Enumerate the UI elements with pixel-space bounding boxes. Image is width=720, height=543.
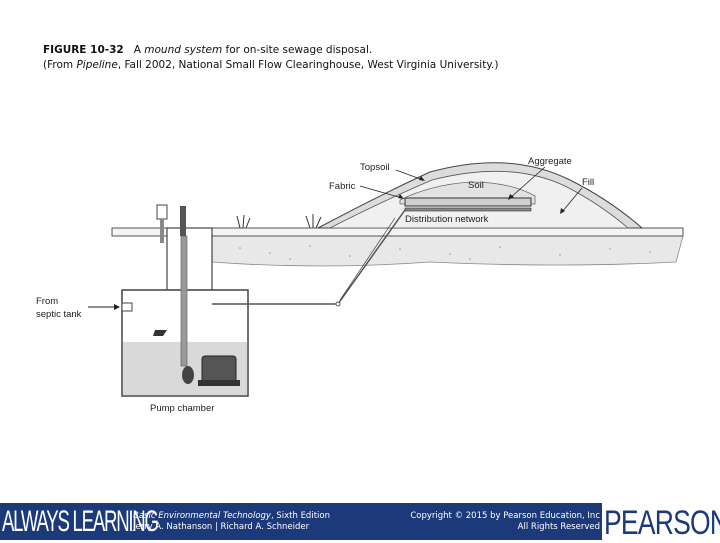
leader-fabric [359,185,403,199]
figure-caption: FIGURE 10-32 A mound system for on-site … [43,43,683,73]
figure-label: FIGURE 10-32 [43,44,124,56]
pearson-wordmark: PEARSON [604,504,720,542]
label-fabric: Fabric [329,181,356,192]
label-from: From [36,296,58,307]
label-septic-tank: septic tank [36,309,82,320]
control-post [160,219,164,243]
grass-mid-icon [305,214,322,229]
ground-soil [112,235,684,267]
float-ball-icon [182,366,194,384]
label-aggregate: Aggregate [528,156,572,167]
caption-text-pre: A [133,44,141,56]
leader-distribution [339,217,396,301]
label-topsoil: Topsoil [360,162,390,173]
soil-speckles [239,245,651,260]
discharge-pipe-vertical [180,235,188,367]
force-main-elbow [335,301,341,307]
label-pump-chamber: Pump chamber [150,403,214,414]
always-learning-logo: ALWAYS LEARNING [2,505,159,538]
label-soil: Soil [468,180,484,191]
aggregate-bed [404,197,532,207]
pump-base [198,380,240,386]
force-main-riser [337,209,406,305]
pump-chamber-riser [166,227,213,291]
float-switch-icon [153,330,167,336]
caption-line-1: FIGURE 10-32 A mound system for on-site … [43,43,683,58]
leader-topsoil-arrowhead [419,176,425,181]
caption-line-2: (From Pipeline, Fall 2002, National Smal… [43,58,683,73]
control-box-icon [156,204,168,220]
leader-fabric-arrowhead [398,194,404,199]
vent-pipe [180,206,186,236]
caption-text-post: for on-site sewage disposal. [225,44,373,56]
leader-topsoil [395,169,424,181]
leader-aggregate [509,166,546,199]
inlet-pipe [121,302,133,312]
book-edition: , Sixth Edition [270,511,330,521]
copyright-block: Copyright © 2015 by Pearson Education, I… [410,511,600,533]
leader-aggregate-arrowhead [508,194,514,200]
pearson-logo: PEARSON [602,503,720,542]
book-authors: Jerry A. Nathanson | Richard A. Schneide… [133,522,310,532]
rights-text: All Rights Reserved [517,522,600,532]
book-title: Basic Environmental Technology [133,511,271,521]
source-post: , Fall 2002, National Small Flow Clearin… [117,59,499,71]
footer-band: ALWAYS LEARNING Basic Environmental Tech… [0,503,720,542]
label-distribution-network: Distribution network [405,214,489,225]
mound-system-diagram: Topsoil Aggregate Fabric Soil Fill Distr… [36,156,684,414]
book-line-1: Basic Environmental Technology, Sixth Ed… [133,511,330,522]
leader-fill-arrowhead [560,208,565,214]
copyright-text: Copyright © 2015 by Pearson Education, I… [410,511,600,521]
caption-italic-term: mound system [144,44,223,56]
pump-icon [201,355,237,385]
inlet-arrowhead [114,304,120,310]
grass-left-icon [236,214,251,229]
distribution-pipe [404,207,532,212]
label-fill: Fill [582,177,594,188]
book-credit: Basic Environmental Technology, Sixth Ed… [133,511,330,533]
source-italic: Pipeline [76,59,118,71]
leader-fill [561,187,583,213]
source-pre: (From [43,59,74,71]
